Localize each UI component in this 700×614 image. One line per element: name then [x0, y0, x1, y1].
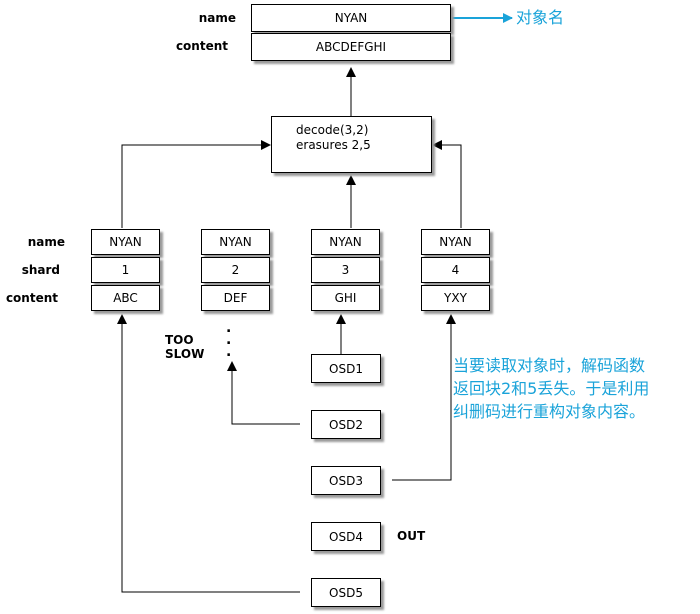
arrow-shard4-to-decoder: [432, 140, 462, 228]
shard-4-content-value: YXY: [444, 291, 467, 305]
shard-1-number: 1: [91, 257, 160, 283]
too-slow-line-2: SLOW: [165, 347, 205, 361]
shard-4-number-value: 4: [451, 263, 460, 277]
shard-1-name: NYAN: [91, 229, 160, 255]
explanation-line-1: 当要读取对象时，解码函数: [453, 356, 646, 375]
osd-1-label: OSD1: [329, 361, 363, 376]
arrow-osd3-to-shard4: [392, 314, 456, 481]
osd-2: OSD2: [311, 410, 381, 439]
explanation-line-3: 纠删码进行重构对象内容。: [453, 402, 646, 421]
arrow-osd2-to-shard2: [227, 361, 300, 425]
shard-3-content: GHI: [311, 285, 380, 311]
decoder-line-2: erasures 2,5: [296, 138, 371, 152]
shard-1-number-value: 1: [121, 263, 130, 277]
osd-4-label: OSD4: [329, 529, 363, 544]
shard-3-number: 3: [311, 257, 380, 283]
shard-3-number-value: 3: [341, 263, 350, 277]
osd-5: OSD5: [311, 578, 381, 607]
shard-1-content-value: ABC: [113, 291, 138, 305]
osd-2-label: OSD2: [329, 417, 363, 432]
shard-2-content-value: DEF: [223, 291, 248, 305]
object-name-label: name: [198, 11, 236, 25]
shard-1-name-value: NYAN: [109, 235, 142, 249]
shard-2-content: DEF: [201, 285, 270, 311]
object-name-box: NYAN: [251, 4, 451, 32]
shard-4-name: NYAN: [421, 229, 490, 255]
osd-1: OSD1: [311, 354, 381, 383]
shard-2-number-value: 2: [231, 263, 240, 277]
explanation-line-2: 返回块2和5丢失。于是利用: [453, 379, 650, 398]
object-content-box: ABCDEFGHI: [251, 33, 451, 61]
decoder-line-1: decode(3,2): [296, 123, 369, 137]
osd-3-label: OSD3: [329, 473, 363, 488]
shard-3-content-value: GHI: [334, 291, 357, 305]
decoder-box: decode(3,2) erasures 2,5: [271, 116, 432, 173]
shard-3-name-value: NYAN: [329, 235, 362, 249]
object-content-label: content: [175, 39, 228, 53]
osd-4: OSD4: [311, 522, 381, 551]
shard-4-number: 4: [421, 257, 490, 283]
shard-3-name: NYAN: [311, 229, 380, 255]
shard-name-label: name: [27, 235, 65, 249]
too-slow-dots: . . .: [226, 320, 232, 360]
shard-2-name: NYAN: [201, 229, 270, 255]
arrow-osd5-to-shard1: [117, 314, 300, 593]
shard-2-number: 2: [201, 257, 270, 283]
arrow-shard1-to-decoder: [121, 140, 271, 228]
shard-2-name-value: NYAN: [219, 235, 252, 249]
object-content-value: ABCDEFGHI: [315, 40, 387, 54]
object-name-value: NYAN: [334, 11, 368, 25]
too-slow-line-1: TOO: [165, 333, 194, 347]
osd-5-label: OSD5: [329, 585, 363, 600]
shard-content-label: content: [5, 291, 58, 305]
shard-4-content: YXY: [421, 285, 490, 311]
osd-4-status: OUT: [397, 529, 426, 543]
osd-3: OSD3: [311, 466, 381, 495]
object-name-annotation: 对象名: [516, 8, 565, 27]
shard-4-name-value: NYAN: [439, 235, 472, 249]
shard-shard-label: shard: [21, 263, 60, 277]
shard-1-content: ABC: [91, 285, 160, 311]
